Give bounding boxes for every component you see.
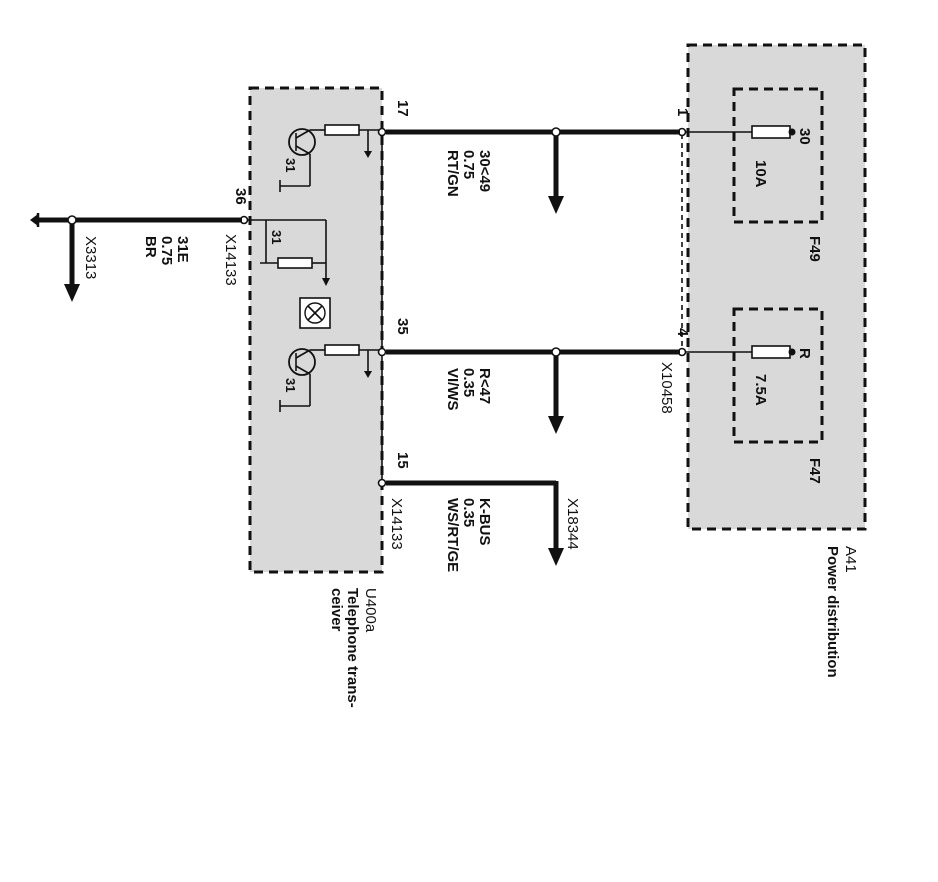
ground-path-internal: 31 [244, 219, 330, 286]
transceiver-box [248, 86, 384, 574]
wire-31e-ground: 31E 0.75 BR X3313 [30, 213, 242, 302]
pin-1-label: 1 [674, 108, 691, 116]
wire-2-color: VI/WS [444, 368, 461, 411]
splice-3 [67, 215, 77, 225]
ground-terminal-icon [30, 214, 38, 226]
transistor-2: 31 [279, 344, 382, 412]
connector-x18344-label: X18344 [564, 498, 581, 550]
wire-1-gauge: 0.75 [460, 150, 477, 179]
transceiver-name-line2: ceiver [328, 588, 345, 632]
pin-15-label: 15 [394, 452, 411, 469]
resistor-3 [324, 344, 360, 356]
ground-wire-gauge: 0.75 [158, 236, 175, 265]
arrow-down-icon [548, 196, 564, 214]
ground-wire-color: BR [142, 236, 159, 258]
transistor-2-symbol [288, 348, 316, 376]
connector-x14133-top-label: X14133 [222, 234, 239, 286]
transceiver-id: U400a [362, 588, 379, 633]
wire-1-circuit: 30<49 [476, 150, 493, 192]
arrow-down-icon [548, 548, 564, 566]
fuse-f49-terminal-label: 30 [796, 128, 813, 145]
telephone-transceiver-module: 31 31 [222, 86, 411, 708]
splice-1 [551, 127, 561, 137]
arrow-down-icon [548, 416, 564, 434]
resistor-1 [324, 124, 360, 136]
ground-1-label: 31 [283, 158, 298, 172]
arrow-down-icon [64, 284, 80, 302]
fuse-f47-rating: 7.5A [752, 374, 769, 406]
wire-3-color: WS/RT/GE [444, 498, 461, 572]
pin-17-terminal [377, 127, 387, 137]
wire-k-bus: K-BUS 0.35 WS/RT/GE X18344 [386, 480, 581, 572]
module-a41-id: A41 [842, 546, 859, 573]
pin-36-label: 36 [232, 188, 249, 205]
pin-4-label: 4 [674, 328, 691, 337]
speaker-icon [299, 297, 331, 329]
fuse-f47-box [732, 307, 824, 444]
wire-2-circuit: R<47 [476, 368, 493, 404]
wire-30-49: 30<49 0.75 RT/GN [386, 127, 680, 214]
resistor-2 [277, 257, 313, 269]
transistor-1-symbol [288, 128, 316, 156]
wire-3-circuit: K-BUS [476, 498, 493, 546]
wire-r-47: R<47 0.35 VI/WS [386, 347, 680, 434]
connector-x3313-label: X3313 [82, 236, 99, 279]
module-a41-name: Power distribution [824, 546, 841, 678]
fuse-f47-terminal-label: R [796, 348, 813, 359]
transceiver-name-line1: Telephone trans- [344, 588, 361, 708]
pin-35-terminal [377, 347, 387, 357]
fuse-f47-symbol [751, 345, 791, 359]
wire-2-gauge: 0.35 [460, 368, 477, 397]
fuse-f49-box [732, 87, 824, 224]
connector-x14133-bottom-label: X14133 [388, 498, 405, 550]
wire-3-gauge: 0.35 [460, 498, 477, 527]
ground-3-label: 31 [283, 378, 298, 392]
splice-2 [551, 347, 561, 357]
ground-2-label: 31 [269, 230, 284, 244]
fuse-f47-terminal-dot [788, 348, 796, 356]
pin-17-label: 17 [394, 100, 411, 117]
power-distribution-box [686, 43, 867, 531]
ground-wire-circuit: 31E [174, 236, 191, 263]
transistor-1: 31 [279, 124, 382, 192]
fuse-f49-symbol [751, 125, 791, 139]
wire-1-color: RT/GN [444, 150, 461, 197]
connector-x10458-label: X10458 [658, 362, 675, 414]
fuse-f49-rating: 10A [752, 160, 769, 188]
fuse-f49-label: F49 [806, 236, 823, 262]
fuse-f47-label: F47 [806, 458, 823, 484]
pin-15-terminal [377, 478, 387, 488]
pin-35-label: 35 [394, 318, 411, 335]
power-distribution-module: 30 10A F49 R 7.5A F47 1 4 X10458 A41 Pow… [658, 43, 867, 678]
fuse-f49-terminal-dot [788, 128, 796, 136]
